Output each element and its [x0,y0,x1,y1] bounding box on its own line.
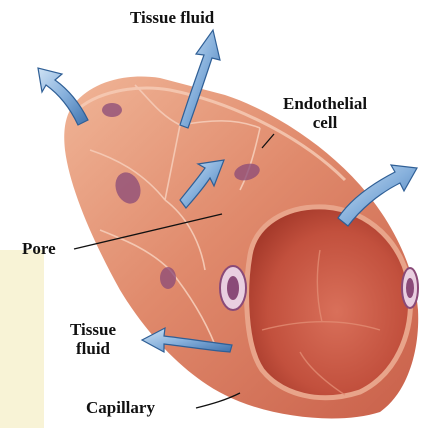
label-tissue-fluid-left-line1: Tissue [70,320,116,339]
label-pore: Pore [22,239,56,258]
label-tissue-fluid-left-line2: fluid [70,339,116,358]
label-tissue-fluid-top: Tissue fluid [130,8,214,27]
label-endothelial-cell: Endothelial cell [283,94,367,132]
arrow-upper-left [38,68,88,125]
label-endothelial-line1: Endothelial [283,94,367,113]
side-panel [0,250,44,428]
label-endothelial-line2: cell [283,113,367,132]
label-capillary: Capillary [86,398,155,417]
capillary-lumen [247,207,411,398]
label-tissue-fluid-left: Tissue fluid [70,320,116,358]
